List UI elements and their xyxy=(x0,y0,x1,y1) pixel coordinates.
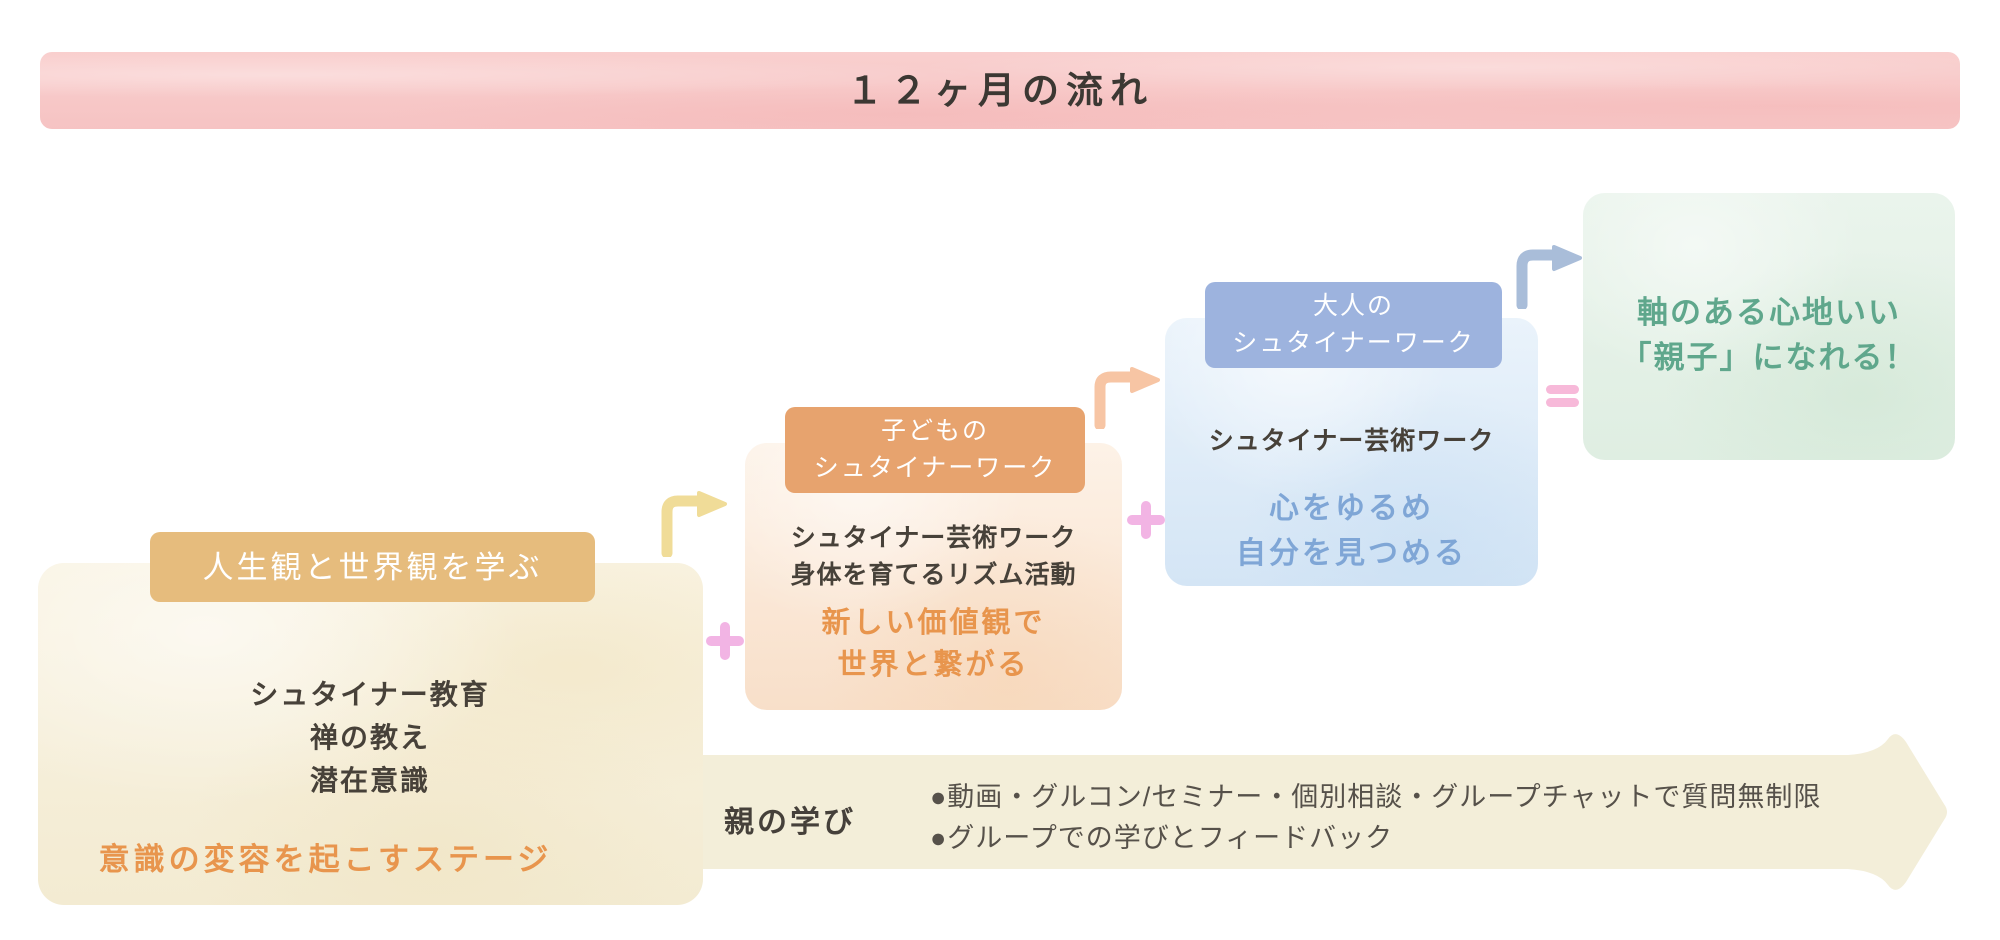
result-text: 軸のある心地いい 「親子」になれる！ xyxy=(1583,290,1955,380)
stage2-header: 子どもの シュタイナーワーク xyxy=(785,407,1085,493)
stage2-highlight: 新しい価値観で 世界と繋がる xyxy=(745,602,1122,686)
stage2-line2: 身体を育てるリズム活動 xyxy=(790,561,1077,589)
stage3-content: シュタイナー芸術ワーク xyxy=(1208,427,1495,455)
stage2-highlight-line2: 世界と繋がる xyxy=(837,649,1030,681)
equals-icon xyxy=(1546,385,1579,407)
parent-learning-bullets: ●動画・グルコン/セミナー・個別相談・グループチャットで質問無制限 ●グループで… xyxy=(930,777,1821,859)
elbow-arrow-blue-icon xyxy=(1516,245,1582,309)
stage3-header: 大人の シュタイナーワーク xyxy=(1205,282,1502,368)
stage1-header: 人生観と世界観を学ぶ xyxy=(150,532,595,602)
stage1-content: シュタイナー教育 禅の教え 潜在意識 xyxy=(70,673,670,802)
page-title: １２ヶ月の流れ xyxy=(846,71,1154,112)
stage2-line1: シュタイナー芸術ワーク xyxy=(790,524,1077,552)
stage3-highlight-line1: 心をゆるめ xyxy=(1269,492,1434,525)
stage1-line2: 禅の教え xyxy=(309,722,430,753)
result-line1: 軸のある心地いい xyxy=(1637,295,1901,330)
title-banner: １２ヶ月の流れ xyxy=(40,52,1960,129)
stage2-header-line2: シュタイナーワーク xyxy=(813,454,1057,482)
stage2-content: シュタイナー芸術ワーク 身体を育てるリズム活動 xyxy=(745,520,1122,594)
stage2-highlight-line1: 新しい価値観で xyxy=(821,607,1046,639)
stage3-header-line1: 大人の xyxy=(1312,292,1394,320)
stage3-header-line2: シュタイナーワーク xyxy=(1232,329,1475,357)
stage1-line3: 潜在意識 xyxy=(309,765,430,796)
stage2-header-line1: 子どもの xyxy=(880,417,989,445)
stage1-highlight: 意識の変容を起こすステージ xyxy=(98,842,553,877)
parent-learning-bullet2: ●グループでの学びとフィードバック xyxy=(930,823,1394,853)
stage3-highlight: 心をゆるめ 自分を見つめる xyxy=(1165,486,1538,576)
plus-icon xyxy=(1127,501,1165,539)
parent-learning-bullet1: ●動画・グルコン/セミナー・個別相談・グループチャットで質問無制限 xyxy=(930,782,1822,812)
stage1-box xyxy=(38,563,703,905)
elbow-arrow-peach-icon xyxy=(1094,367,1160,429)
result-box xyxy=(1583,193,1955,460)
result-line2: 「親子」になれる！ xyxy=(1620,340,1918,375)
parent-learning-arrow xyxy=(700,734,1947,890)
elbow-arrow-yellow-icon xyxy=(661,491,727,557)
plus-icon xyxy=(706,622,744,660)
stage3-highlight-line2: 自分を見つめる xyxy=(1236,537,1467,570)
parent-learning-label: 親の学び xyxy=(724,806,856,839)
stage1-line1: シュタイナー教育 xyxy=(250,679,490,710)
